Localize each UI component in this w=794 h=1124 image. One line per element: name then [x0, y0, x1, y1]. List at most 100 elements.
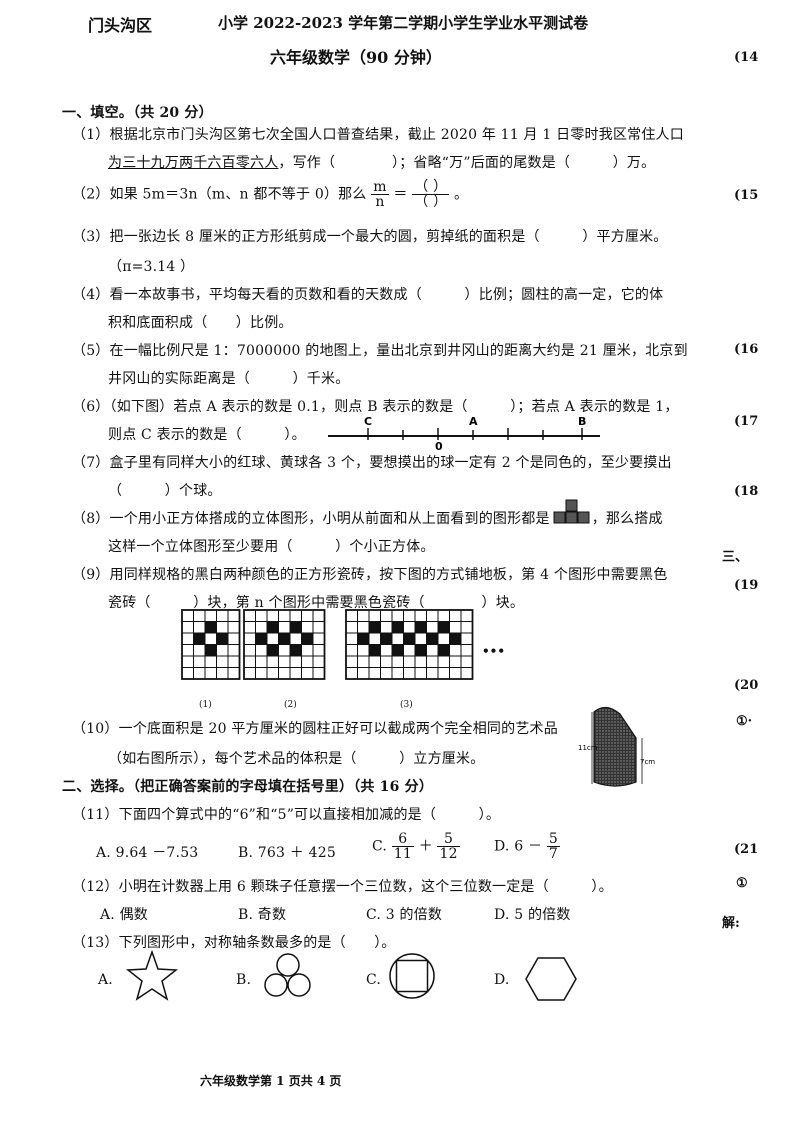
- white-tile: [204, 609, 217, 622]
- white-tile: [266, 655, 279, 668]
- star-shape: [125, 949, 179, 1001]
- margin-note: (21: [734, 842, 759, 857]
- white-tile: [266, 609, 279, 622]
- white-tile: [204, 655, 217, 668]
- section2-heading: 二、选择。（把正确答案前的字母填在括号里）（共 16 分）: [62, 779, 434, 795]
- white-tile: [345, 621, 358, 634]
- white-tile: [181, 644, 194, 657]
- white-tile: [426, 644, 439, 657]
- white-tile: [181, 655, 194, 668]
- q8-line1: （8）一个用小正方体搭成的立体图形，小明从前面和从上面看到的图形都是 ，那么搭成: [72, 499, 663, 528]
- page-footer: 六年级数学第 1 页共 4 页: [200, 1074, 342, 1088]
- margin-note: (18: [734, 484, 759, 499]
- white-tile: [403, 655, 416, 668]
- white-tile: [345, 655, 358, 668]
- height-label-7: 7cm: [640, 758, 655, 766]
- margin-note: 解:: [722, 916, 740, 931]
- q8-text-b: ，那么搭成: [591, 511, 663, 527]
- height-label-11: 11cm: [578, 744, 598, 752]
- white-tile: [426, 655, 439, 668]
- black-tile: [403, 632, 416, 645]
- white-tile: [449, 667, 462, 680]
- black-tile: [426, 632, 439, 645]
- white-tile: [391, 632, 404, 645]
- white-tile: [345, 632, 358, 645]
- white-tile: [255, 644, 268, 657]
- black-tile: [414, 644, 427, 657]
- white-tile: [204, 632, 217, 645]
- white-tile: [426, 621, 439, 634]
- white-tile: [278, 621, 291, 634]
- white-tile: [414, 609, 427, 622]
- white-tile: [380, 644, 393, 657]
- white-tile: [380, 655, 393, 668]
- white-tile: [380, 609, 393, 622]
- tile-pattern-frame: [181, 609, 241, 680]
- white-tile: [193, 667, 206, 680]
- white-tile: [255, 621, 268, 634]
- section1-heading: 一、填空。（共 20 分）: [62, 105, 213, 121]
- white-tile: [278, 667, 291, 680]
- number-line: C 0 A B: [328, 415, 600, 453]
- white-tile: [227, 655, 240, 668]
- white-tile: [449, 644, 462, 657]
- q1-line2-rest: ，写作（ ）；省略“万”后面的尾数是（ ）万。: [278, 155, 656, 171]
- margin-note: (19: [734, 578, 759, 593]
- white-tile: [227, 621, 240, 634]
- white-tile: [227, 667, 240, 680]
- q11-text: （11）下面四个算式中的“6”和“5”可以直接相加减的是（ ）。: [72, 807, 501, 823]
- exam-title: 小学 2022-2023 学年第二学期小学生学业水平测试卷: [218, 14, 589, 32]
- black-tile: [368, 644, 381, 657]
- q7-line1: （7）盒子里有同样大小的红球、黄球各 3 个，要想摸出的球一定有 2 个是同色的…: [72, 455, 672, 471]
- white-tile: [345, 667, 358, 680]
- black-tile: [266, 621, 279, 634]
- white-tile: [460, 609, 473, 622]
- white-tile: [414, 667, 427, 680]
- point-c-label: C: [364, 415, 372, 428]
- white-tile: [193, 644, 206, 657]
- white-tile: [403, 667, 416, 680]
- white-tile: [357, 609, 370, 622]
- white-tile: [437, 667, 450, 680]
- white-tile: [278, 644, 291, 657]
- black-tile: [289, 644, 302, 657]
- q1-underlined-number: 为三十九万两千六百零六人: [108, 155, 279, 171]
- q7-line2: （ ）个球。: [108, 483, 222, 499]
- q11-option-b: B. 763 ＋ 425: [238, 845, 336, 861]
- zero-label: 0: [435, 440, 443, 453]
- white-tile: [216, 644, 229, 657]
- view-shape-icon: [552, 499, 590, 528]
- white-tile: [216, 609, 229, 622]
- q13-option-a: A.: [98, 972, 113, 988]
- hexagon-shape: [525, 957, 577, 1001]
- white-tile: [414, 655, 427, 668]
- black-tile: [391, 621, 404, 634]
- white-tile: [301, 667, 314, 680]
- white-tile: [391, 609, 404, 622]
- white-tile: [301, 644, 314, 657]
- district-label: 门头沟区: [88, 16, 153, 35]
- q2-text: （2）如果 5m＝3n（m、n 都不等于 0）那么: [72, 186, 367, 203]
- white-tile: [301, 621, 314, 634]
- white-tile: [278, 655, 291, 668]
- white-tile: [289, 609, 302, 622]
- white-tile: [414, 632, 427, 645]
- q2-answer-fraction: （ ）（ ）: [412, 179, 450, 210]
- margin-note: (20: [734, 678, 759, 693]
- q13-option-b: B.: [236, 972, 252, 988]
- white-tile: [449, 621, 462, 634]
- white-tile: [357, 644, 370, 657]
- white-tile: [243, 667, 256, 680]
- white-tile: [391, 655, 404, 668]
- white-tile: [193, 609, 206, 622]
- q10-line2: （如右图所示），每个艺术品的体积是（ ）立方厘米。: [108, 751, 485, 767]
- white-tile: [357, 667, 370, 680]
- white-tile: [255, 655, 268, 668]
- exam-subtitle: 六年级数学（90 分钟）: [270, 48, 442, 67]
- black-tile: [255, 632, 268, 645]
- white-tile: [181, 632, 194, 645]
- q9-line1: （9）用同样规格的黑白两种颜色的正方形瓷砖，按下图的方式铺地板，第 4 个图形中…: [72, 567, 668, 583]
- white-tile: [403, 621, 416, 634]
- q12-text: （12）小明在计数器上用 6 颗珠子任意摆一个三位数，这个三位数一定是（ ）。: [72, 879, 613, 895]
- black-tile: [437, 644, 450, 657]
